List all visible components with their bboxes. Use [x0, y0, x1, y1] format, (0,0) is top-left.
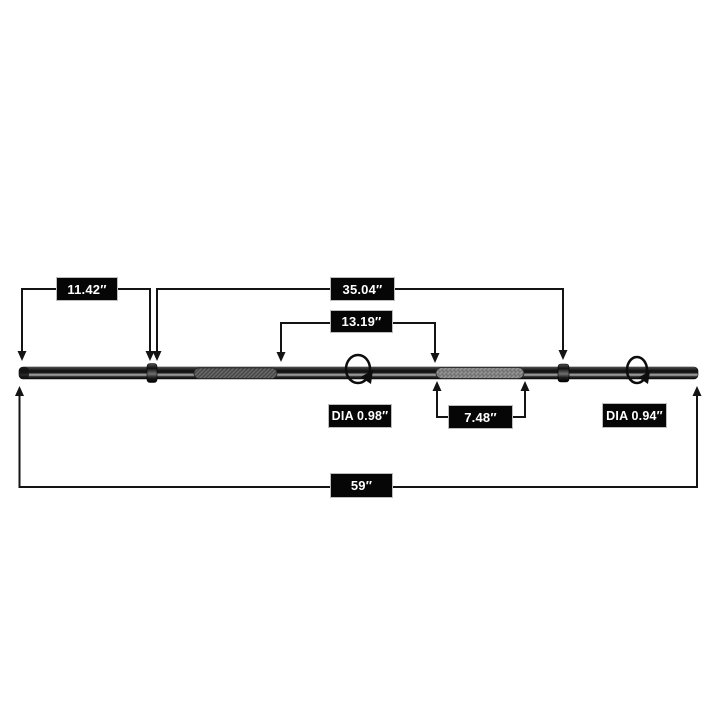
bar-knurl-center: [435, 367, 525, 379]
bar-shaft: [18, 366, 699, 380]
bar-collar-right: [557, 363, 570, 383]
diameter-rotation-arrow-left: [344, 353, 373, 385]
bar-knurl-left: [193, 367, 278, 379]
dim-label-diameter-left: DIA 0.98″: [328, 404, 392, 428]
dim-label-center-knurl: 7.48″: [448, 405, 513, 429]
diameter-rotation-arrow-right: [625, 355, 650, 385]
dim-line-overall-length: [15, 386, 702, 488]
dim-label-shaft-length: 35.04″: [330, 277, 395, 301]
bar-left-end-cap: [19, 367, 29, 379]
barbell-bar: [18, 363, 699, 383]
dim-label-left-grip-section: 13.19″: [330, 310, 393, 333]
dim-label-overall-length: 59″: [330, 473, 393, 498]
dim-label-left-sleeve: 11.42″: [56, 277, 118, 301]
dim-label-diameter-right: DIA 0.94″: [602, 403, 667, 428]
bar-collar-left: [146, 363, 158, 383]
